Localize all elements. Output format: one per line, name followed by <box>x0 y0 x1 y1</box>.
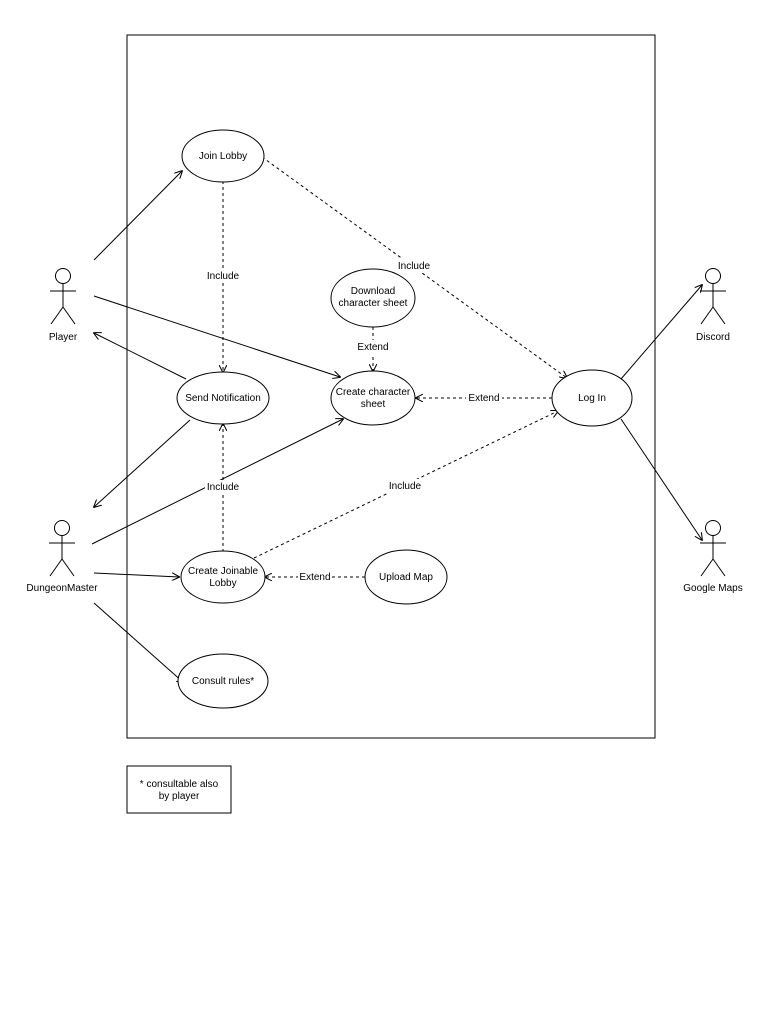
extend-label-login-sheet: Extend <box>468 393 499 404</box>
use-case-send-notification[interactable]: Send Notification <box>176 371 270 425</box>
actor-player[interactable]: Player <box>49 268 78 344</box>
player-join-lobby-edge <box>93 171 182 261</box>
footnote-line-2: by player <box>159 791 200 802</box>
footnote-line-1: * consultable also <box>140 779 219 790</box>
use-case-label-line-1: Create Joinable <box>188 566 258 577</box>
dm-create-lobby-edge <box>93 572 179 577</box>
use-case-create-character-sheet[interactable]: Create character sheet <box>330 370 416 426</box>
use-case-label: Log In <box>578 393 606 404</box>
actor-label: Discord <box>696 332 730 343</box>
use-case-download-character-sheet[interactable]: Download character sheet <box>330 268 416 328</box>
stick-figure-icon <box>50 268 76 325</box>
use-case-label: Upload Map <box>379 572 433 583</box>
include-label-join-login: Include <box>398 261 431 272</box>
player-create-sheet-edge <box>93 295 340 377</box>
use-case-upload-map[interactable]: Upload Map <box>364 549 448 605</box>
footnote-box[interactable]: * consultable also by player <box>126 765 232 814</box>
use-case-create-joinable-lobby[interactable]: Create Joinable Lobby <box>180 550 266 604</box>
extend-label-download-sheet: Extend <box>357 342 388 353</box>
notification-player-edge <box>94 333 187 380</box>
dm-consult-rules-edge <box>93 602 184 683</box>
actor-dungeon-master[interactable]: DungeonMaster <box>26 520 98 595</box>
actor-label: Player <box>49 332 78 343</box>
actor-discord[interactable]: Discord <box>696 268 730 344</box>
include-label-join-notification: Include <box>207 271 240 282</box>
actor-label: Google Maps <box>683 583 742 594</box>
use-case-join-lobby[interactable]: Join Lobby <box>181 129 265 183</box>
extend-label-upload-map: Extend <box>299 572 330 583</box>
use-case-label: Join Lobby <box>199 151 247 162</box>
actor-label: DungeonMaster <box>26 583 98 594</box>
actor-google-maps[interactable]: Google Maps <box>683 520 743 595</box>
use-case-label-line-1: Download <box>351 286 395 297</box>
use-case-label-line-1: Create character <box>336 387 411 398</box>
login-google-maps-edge <box>620 418 702 540</box>
stick-figure-icon <box>49 520 75 577</box>
include-label-create-lobby-notification: Include <box>207 482 240 493</box>
use-case-label-line-2: sheet <box>361 399 386 410</box>
use-case-consult-rules[interactable]: Consult rules* <box>177 653 269 709</box>
use-case-label-line-2: Lobby <box>209 578 236 589</box>
use-case-label: Send Notification <box>185 393 261 404</box>
stick-figure-icon <box>700 268 726 325</box>
use-case-log-in[interactable]: Log In <box>551 369 633 427</box>
use-case-label-line-2: character sheet <box>339 298 408 309</box>
use-case-label: Consult rules* <box>192 676 254 687</box>
login-discord-edge <box>620 285 702 380</box>
notification-dm-edge <box>94 419 191 507</box>
stick-figure-icon <box>700 520 726 577</box>
include-label-create-lobby-login: Include <box>389 481 422 492</box>
edge-labels: Include Include Extend Extend Include In… <box>205 259 502 584</box>
